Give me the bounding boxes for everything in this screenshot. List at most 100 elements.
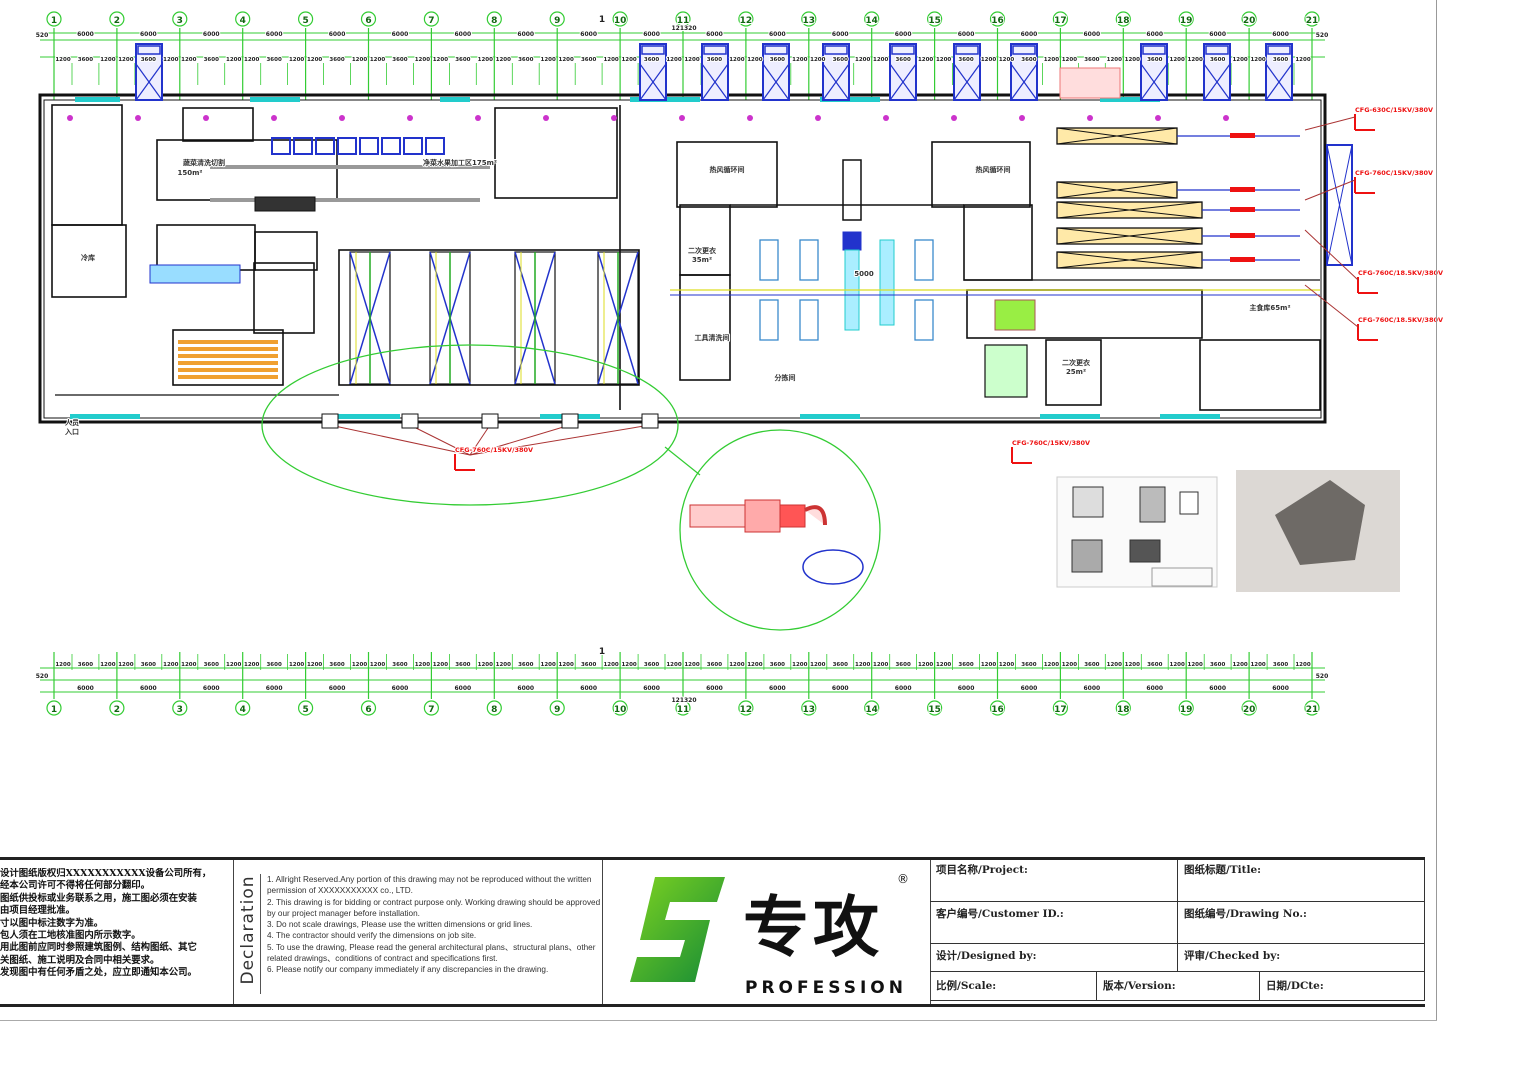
grid-axis-label: 12 [740, 16, 753, 26]
declaration-heading: Declaration [236, 870, 262, 990]
sub-dimension: 3600 [518, 57, 533, 63]
sub-dimension: 3600 [1210, 57, 1225, 63]
end-dimension: 520 [36, 673, 49, 680]
pipe-tag [1230, 257, 1255, 262]
grid-axis-label: 6 [365, 705, 371, 715]
sub-dimension: 3600 [329, 662, 344, 668]
rack-cross [1056, 251, 1203, 269]
grid-axis-label: 18 [1117, 16, 1130, 26]
grid-axis-label: 21 [1306, 16, 1319, 26]
customer-id-field[interactable]: 客户编号/Customer ID.: [930, 902, 1178, 944]
room-wall [182, 107, 254, 142]
grid-bubble [423, 700, 439, 716]
room-wall [51, 104, 123, 226]
end-dimension: 520 [1316, 32, 1329, 39]
section-mark: 1 [599, 647, 605, 657]
shelf [178, 361, 278, 365]
sub-dimension: 1200 [729, 57, 744, 63]
sub-dimension: 3600 [958, 57, 973, 63]
ceiling-outlet [815, 115, 821, 121]
grid-axis-label: 13 [803, 16, 816, 26]
version-field[interactable]: 版本/Version: [1097, 972, 1260, 1001]
designed-by-field[interactable]: 设计/Designed by: [930, 944, 1178, 972]
sub-dimension: 1200 [855, 662, 870, 668]
equipment-note: CFG-630C/15KV/380V [1355, 106, 1433, 114]
sub-dimension: 1200 [1107, 57, 1122, 63]
room-wall [156, 224, 256, 271]
grid-bubble [1115, 11, 1131, 27]
grid-bubble [989, 11, 1006, 27]
ceiling-outlet [1087, 115, 1093, 121]
sub-dimension: 1200 [1062, 57, 1077, 63]
sub-dimension: 3600 [581, 662, 596, 668]
sub-dimension: 1200 [621, 662, 636, 668]
fan-cross [701, 63, 729, 101]
grid-axis-label: 10 [614, 16, 627, 26]
bay-dimension: 6000 [1209, 685, 1226, 692]
sub-dimension: 3600 [833, 57, 848, 63]
sub-dimension: 1200 [541, 57, 556, 63]
bay-dimension: 6000 [832, 31, 849, 38]
window [440, 97, 470, 102]
fan-motor [1142, 45, 1166, 55]
fan-motor [1205, 45, 1229, 55]
bay-dimension: 6000 [266, 31, 283, 38]
grid-axis-label: 9 [554, 16, 560, 26]
sub-dimension: 3600 [833, 662, 848, 668]
sub-dimension: 1200 [855, 57, 870, 63]
bay-dimension: 6000 [1146, 685, 1163, 692]
grid-axis-label: 3 [177, 705, 183, 715]
exhaust-fan-unit [1265, 43, 1293, 101]
sub-dimension: 1200 [289, 57, 304, 63]
grid-axis-label: 2 [114, 16, 120, 26]
ceiling-outlet [883, 115, 889, 121]
fan-cross [762, 63, 790, 101]
note-line: 包人须在工地核准图内所示数字。 [0, 930, 141, 942]
title-field[interactable]: 图纸标题/Title: [1178, 860, 1425, 902]
rack-cross [1056, 201, 1203, 219]
grid-bubble [675, 700, 691, 716]
exhaust-fan-unit [822, 43, 850, 101]
note-leader [1304, 179, 1356, 201]
grid-axis-label: 6 [365, 16, 371, 26]
sub-dimension: 1200 [936, 662, 951, 668]
grid-bubble [926, 11, 943, 27]
grid-axis-label: 7 [428, 16, 434, 26]
drawing-no-field[interactable]: 图纸编号/Drawing No.: [1178, 902, 1425, 944]
sub-dimension: 3600 [1021, 57, 1036, 63]
grid-bubble [235, 700, 251, 716]
grid-axis-label: 14 [865, 705, 878, 715]
note-leader [469, 424, 651, 456]
ceiling-outlet [543, 115, 549, 121]
sub-dimension: 1200 [478, 662, 493, 668]
sub-dimension: 1200 [559, 662, 574, 668]
duct [879, 239, 895, 326]
checked-by-field[interactable]: 评审/Checked by: [1178, 944, 1425, 972]
sub-dimension: 1200 [918, 57, 933, 63]
divider [233, 860, 234, 1004]
sub-dimension: 1200 [559, 57, 574, 63]
processing-station [315, 137, 335, 155]
equipment-note: CFG-760C/18.5KV/380V [1358, 269, 1443, 277]
pipe-tag [1230, 207, 1255, 212]
fan-unit [481, 413, 499, 429]
fan-motor [764, 45, 788, 55]
ceiling-outlet [679, 115, 685, 121]
sub-dimension: 3600 [455, 57, 470, 63]
fan-cross [889, 63, 917, 101]
grid-bubble [549, 700, 565, 716]
grid-bubble [109, 700, 125, 716]
sub-dimension: 1200 [100, 662, 115, 668]
fan-cross [953, 63, 981, 101]
room-wall [1199, 339, 1321, 411]
bay-dimension: 6000 [77, 685, 94, 692]
note-leader [469, 424, 571, 456]
date-field[interactable]: 日期/DCte: [1260, 972, 1425, 1001]
grid-axis-label: 19 [1180, 705, 1193, 715]
sub-dimension: 3600 [707, 662, 722, 668]
sub-dimension: 1200 [1125, 662, 1140, 668]
scale-field[interactable]: 比例/Scale: [930, 972, 1097, 1001]
room-wall [494, 107, 618, 199]
title-fields-table: 项目名称/Project: 图纸标题/Title: 客户编号/Customer … [930, 860, 1425, 1004]
project-field[interactable]: 项目名称/Project: [930, 860, 1178, 902]
